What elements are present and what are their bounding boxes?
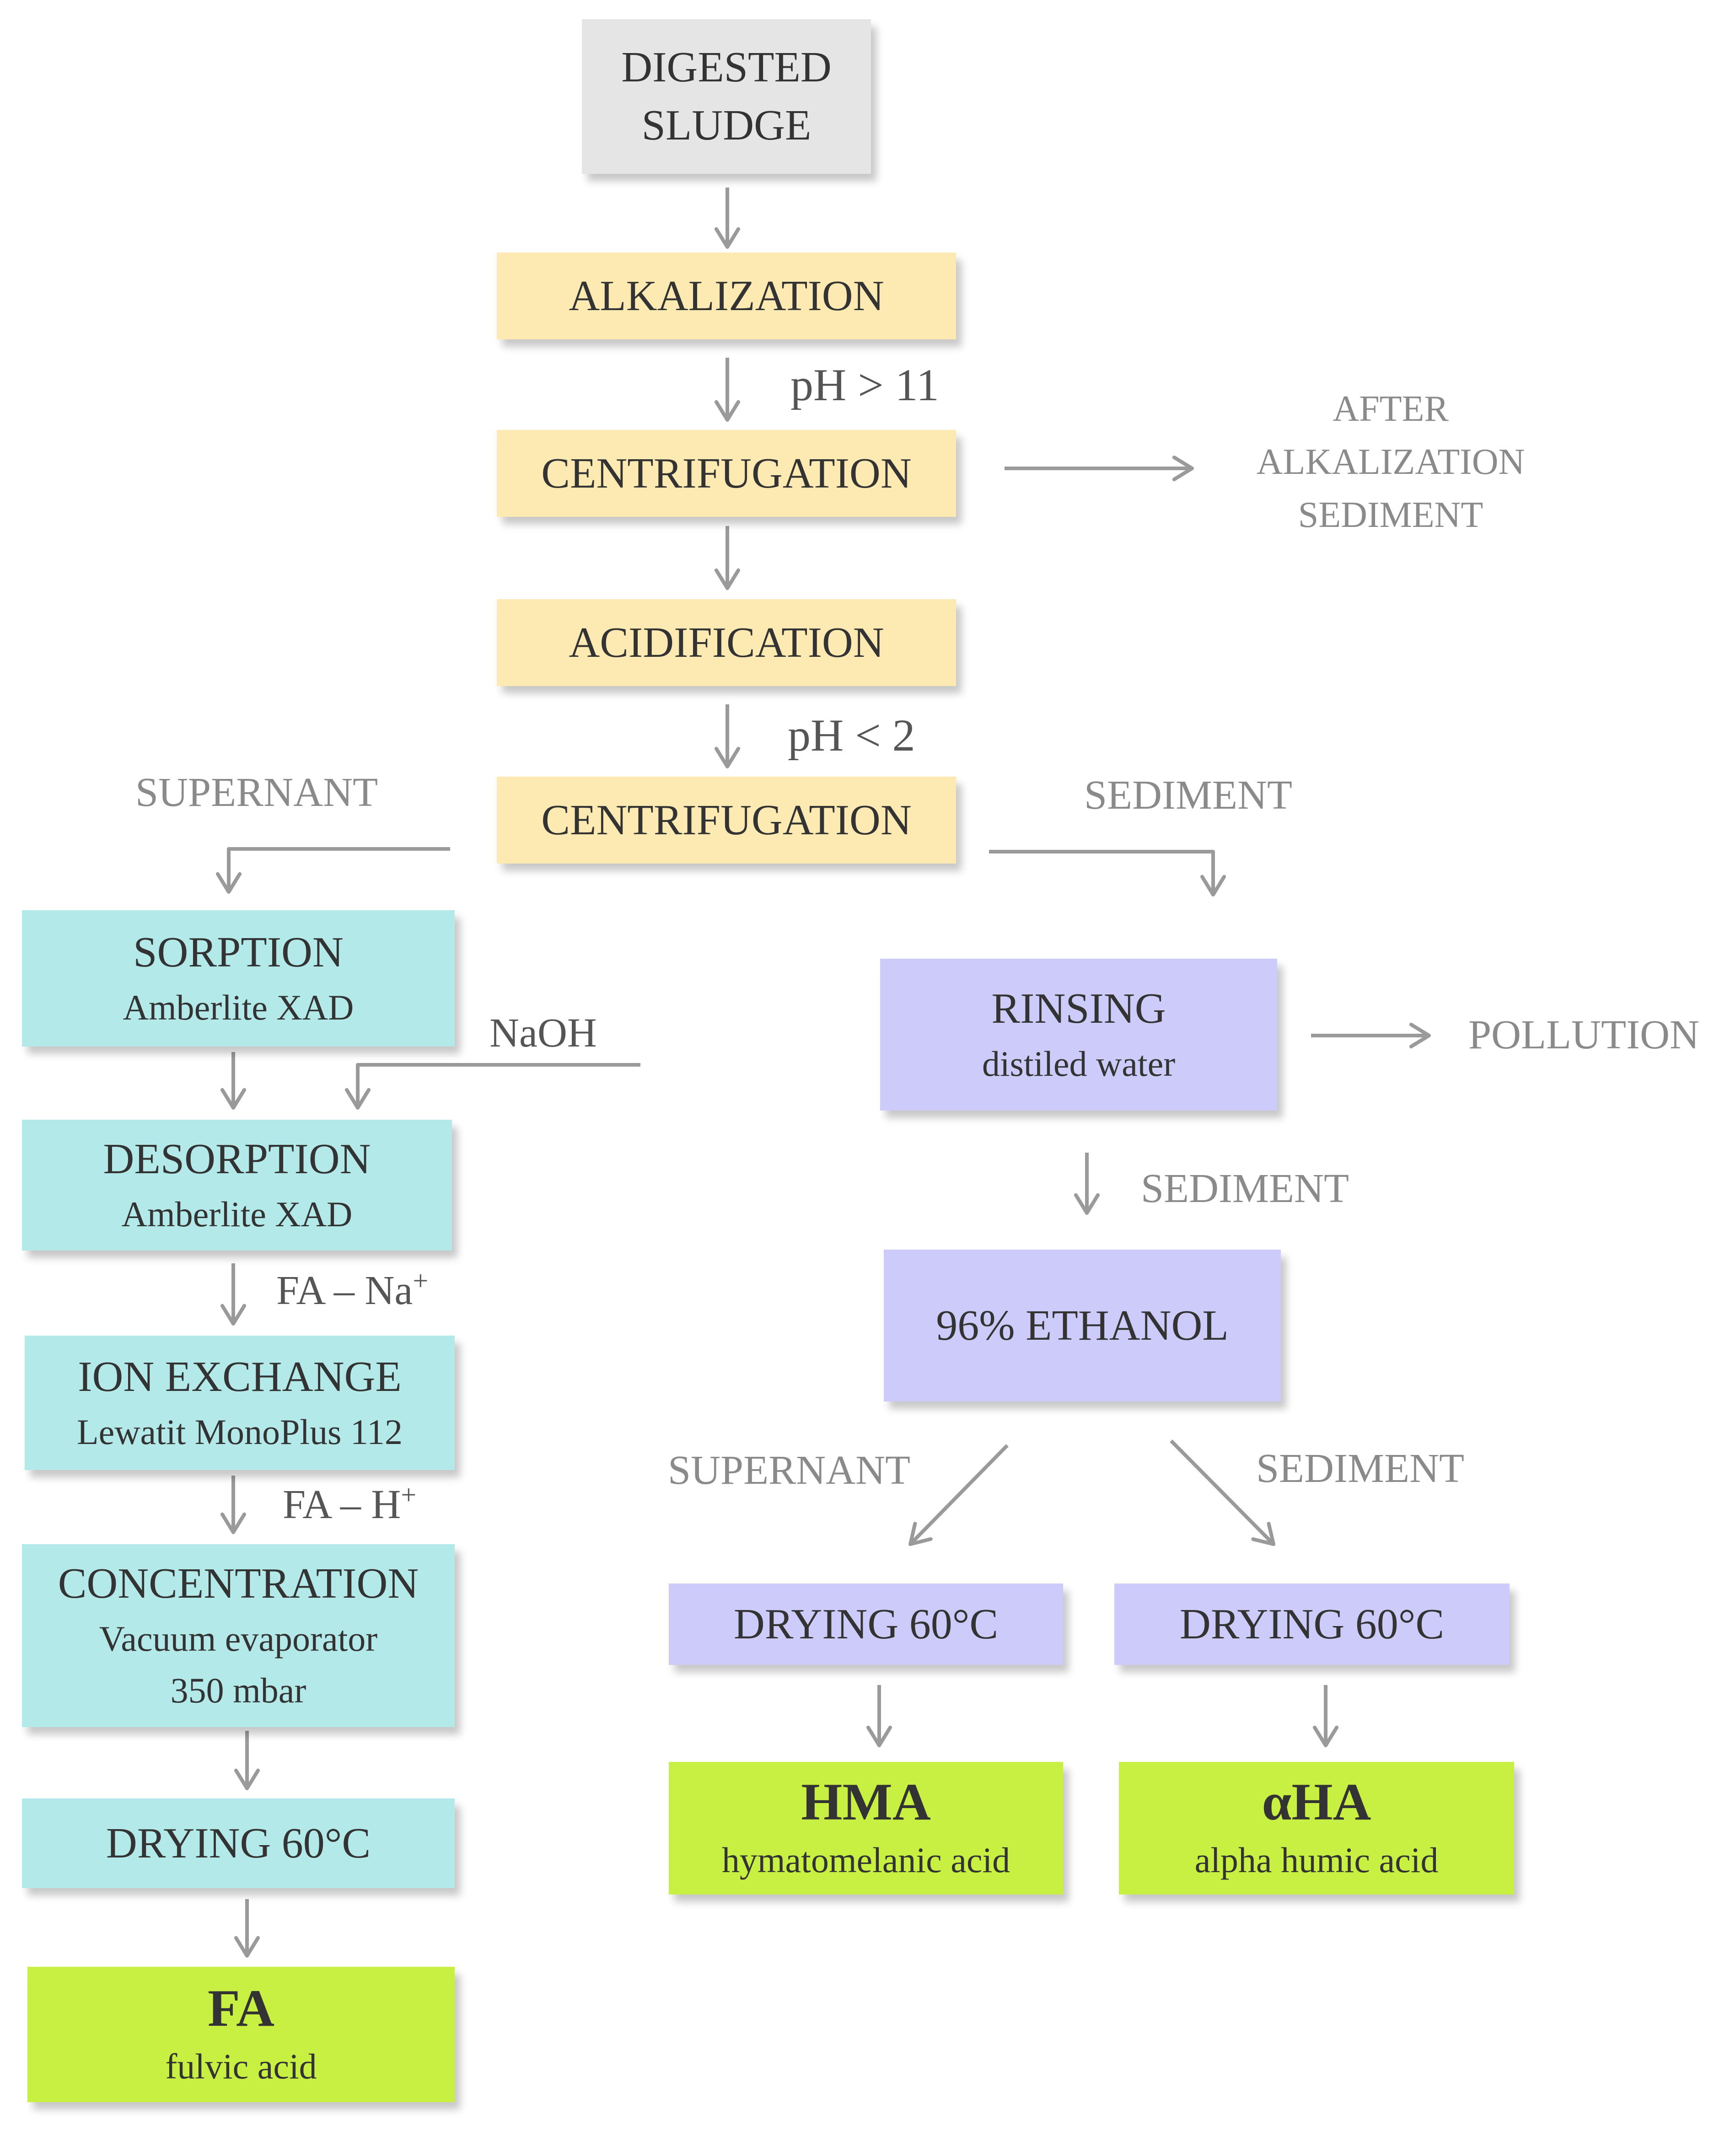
supernant-top-label: SUPERNANT	[135, 770, 378, 815]
centrifugation-1-label: CENTRIFUGATION	[541, 449, 912, 497]
pollution-label: POLLUTION	[1468, 1012, 1699, 1057]
rinsing-title: RINSING	[991, 985, 1166, 1032]
fa-sub: fulvic acid	[165, 2046, 317, 2087]
desorption-sub: Amberlite XAD	[121, 1194, 353, 1234]
arrow-sludge-to-alkalization	[714, 188, 741, 249]
sorption-sub: Amberlite XAD	[123, 987, 354, 1027]
desorption-box: DESORPTION Amberlite XAD	[22, 1120, 452, 1251]
arrow-desorption-to-ion-exchange	[220, 1263, 247, 1326]
after-alk-line1: AFTER	[1333, 389, 1449, 429]
ethanol-label: 96% ETHANOL	[936, 1301, 1229, 1349]
arrow-alkalization-to-centrifugation-1	[714, 358, 741, 422]
centrifugation-2-label: CENTRIFUGATION	[541, 796, 912, 844]
drying-right-box: DRYING 60°C	[1114, 1583, 1510, 1665]
arrow-rinsing-to-ethanol	[1074, 1153, 1100, 1215]
digested-sludge-line2: SLUDGE	[641, 102, 812, 149]
digested-sludge-box: DIGESTED SLUDGE	[582, 19, 871, 174]
aha-sub: alpha humic acid	[1194, 1840, 1439, 1880]
desorption-title: DESORPTION	[103, 1135, 371, 1183]
ion-exchange-sub: Lewatit MonoPlus 112	[76, 1412, 403, 1452]
ion-exchange-box: ION EXCHANGE Lewatit MonoPlus 112	[25, 1336, 455, 1470]
hma-title: HMA	[801, 1772, 931, 1831]
alkalization-box: ALKALIZATION	[497, 252, 956, 339]
fa-na-base: FA – Na	[276, 1268, 413, 1313]
arrow-centrifugation-1-to-after-alk-sediment	[1005, 455, 1194, 482]
fa-na-label: FA – Na+	[276, 1267, 428, 1311]
fa-na-sup: +	[413, 1266, 429, 1296]
drying-mid-label: DRYING 60°C	[733, 1600, 999, 1648]
ethanol-box: 96% ETHANOL	[884, 1250, 1281, 1401]
ph-gt-11-label: pH > 11	[790, 360, 939, 410]
sediment-mid-label: SEDIMENT	[1141, 1166, 1349, 1211]
arrow-rinsing-to-pollution	[1311, 1022, 1431, 1049]
centrifugation-2-box: CENTRIFUGATION	[497, 777, 956, 864]
arrow-ethanol-to-supernant-drying	[908, 1444, 1009, 1546]
drying-left-box: DRYING 60°C	[22, 1798, 455, 1888]
arrow-drying-left-to-fa	[234, 1899, 260, 1958]
arrow-supernant-to-sorption	[215, 847, 450, 894]
hma-sub: hymatomelanic acid	[721, 1840, 1010, 1880]
fa-h-sup: +	[401, 1480, 417, 1510]
arrow-centrifugation-1-to-acidification	[714, 526, 741, 590]
fa-box: FA fulvic acid	[27, 1967, 455, 2102]
rinsing-box: RINSING distiled water	[880, 959, 1277, 1111]
after-alk-line2: ALKALIZATION	[1256, 442, 1525, 482]
aha-title: αHA	[1262, 1772, 1371, 1831]
sediment-bottom-label: SEDIMENT	[1256, 1446, 1464, 1491]
sediment-top-label: SEDIMENT	[1084, 773, 1292, 818]
ph-lt-2-label: pH < 2	[788, 710, 915, 761]
arrow-ion-exchange-to-concentration	[220, 1476, 247, 1534]
drying-mid-box: DRYING 60°C	[669, 1583, 1063, 1665]
acidification-box: ACIDIFICATION	[497, 599, 956, 686]
concentration-box: CONCENTRATION Vacuum evaporator 350 mbar	[22, 1544, 455, 1727]
fa-h-label: FA – H+	[283, 1481, 416, 1525]
concentration-sub1: Vacuum evaporator	[99, 1619, 378, 1659]
hma-box: HMA hymatomelanic acid	[669, 1762, 1063, 1895]
concentration-sub2: 350 mbar	[170, 1670, 306, 1711]
after-alk-line3: SEDIMENT	[1298, 495, 1483, 535]
arrow-ethanol-to-sediment-drying	[1170, 1439, 1275, 1546]
naoh-label: NaOH	[489, 1010, 597, 1056]
after-alkalization-sediment-label: AFTER ALKALIZATION SEDIMENT	[1244, 382, 1537, 542]
arrow-concentration-to-drying-left	[234, 1731, 260, 1790]
arrow-drying-mid-to-hma	[866, 1685, 892, 1747]
aha-box: αHA alpha humic acid	[1119, 1762, 1514, 1895]
arrow-drying-right-to-aha	[1312, 1685, 1339, 1747]
arrow-naoh-to-desorption	[344, 1063, 640, 1110]
ion-exchange-title: ION EXCHANGE	[78, 1353, 402, 1401]
alkalization-label: ALKALIZATION	[569, 272, 884, 320]
centrifugation-1-box: CENTRIFUGATION	[497, 430, 956, 517]
arrow-sediment-to-rinsing	[989, 850, 1226, 896]
drying-left-label: DRYING 60°C	[106, 1819, 371, 1867]
fa-h-base: FA – H	[283, 1482, 401, 1527]
arrow-acidification-to-centrifugation-2	[714, 704, 741, 768]
concentration-title: CONCENTRATION	[58, 1560, 419, 1608]
arrow-sorption-to-desorption	[220, 1052, 247, 1110]
rinsing-sub: distiled water	[982, 1043, 1176, 1084]
drying-right-label: DRYING 60°C	[1179, 1600, 1445, 1648]
fa-title: FA	[207, 1979, 275, 2038]
digested-sludge-line1: DIGESTED	[621, 43, 832, 91]
supernant-bottom-label: SUPERNANT	[668, 1448, 911, 1493]
acidification-label: ACIDIFICATION	[569, 618, 884, 666]
sorption-box: SORPTION Amberlite XAD	[22, 910, 455, 1047]
sorption-title: SORPTION	[133, 929, 344, 976]
